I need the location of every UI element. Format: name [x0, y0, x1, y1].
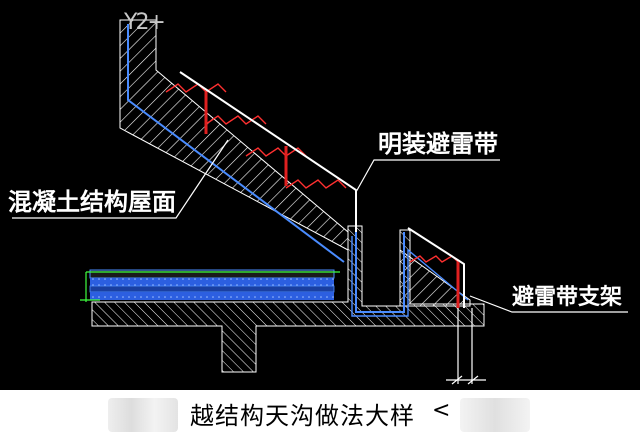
- dimension-marks: [446, 308, 486, 385]
- gutter-base-slab: [91, 225, 485, 373]
- strip-supports: [204, 92, 460, 308]
- lightning-strip: [179, 71, 465, 308]
- caption-blur-left: [108, 398, 178, 432]
- caption-mark: <: [432, 398, 451, 423]
- watermark-text: Y2+: [124, 10, 166, 35]
- strip-support-label: 避雷带支架: [512, 284, 622, 310]
- caption-bar: [0, 390, 640, 443]
- flat-roof-layers: [80, 269, 340, 302]
- caption-title: 越结构天沟做法大样: [190, 402, 415, 430]
- concrete-roof-label: 混凝土结构屋面: [8, 188, 176, 216]
- caption-blur-right: [460, 398, 530, 432]
- roof-tiles: [165, 83, 459, 263]
- leader-lines: [12, 139, 628, 313]
- lightning-strip-label: 明装避雷带: [378, 130, 498, 158]
